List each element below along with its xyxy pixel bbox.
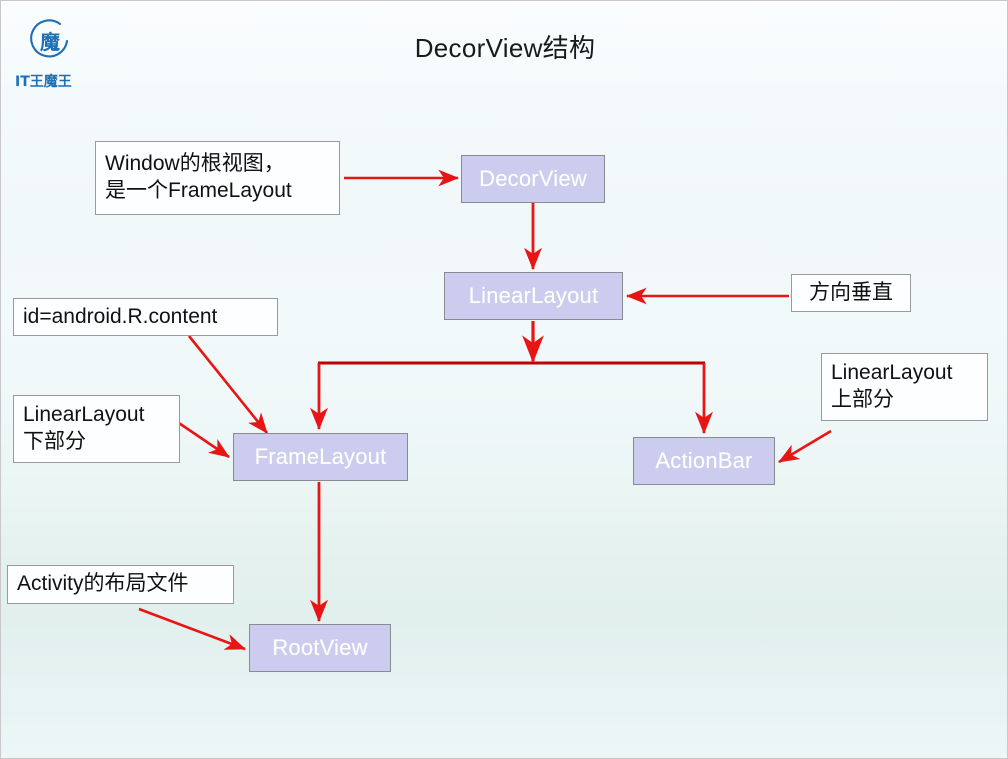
note-window-root: Window的根视图， 是一个FrameLayout (95, 141, 340, 215)
note-linearlayout-bottom: LinearLayout 下部分 (13, 395, 180, 463)
node-framelayout[interactable]: FrameLayout (233, 433, 408, 481)
note-linearlayout-bottom-line-1: LinearLayout (23, 403, 145, 427)
node-framelayout-label: FrameLayout (254, 444, 387, 469)
brand-logo: 魔 IT王魔王 (15, 19, 95, 97)
note-linearlayout-bottom-line-2: 下部分 (23, 430, 86, 453)
page-title: DecorView结构 (414, 33, 596, 63)
node-linearlayout[interactable]: LinearLayout (444, 272, 623, 320)
node-actionbar-label: ActionBar (655, 448, 753, 473)
note-activity-layout-line-1: Activity的布局文件 (17, 572, 189, 596)
node-decorview-label: DecorView (479, 166, 587, 191)
logo-glyph: 魔 (40, 30, 60, 54)
node-rootview-label: RootView (272, 635, 368, 660)
note-content-id-line-1: id=android.R.content (23, 304, 218, 328)
brand-name: IT王魔王 (15, 74, 72, 90)
node-actionbar[interactable]: ActionBar (633, 437, 775, 485)
note-linearlayout-top-line-2: 上部分 (831, 388, 894, 411)
note-content-id: id=android.R.content (13, 298, 278, 336)
note-linearlayout-top-line-1: LinearLayout (831, 361, 953, 385)
arrow-note-upper-to-actionbar (778, 429, 832, 464)
note-window-root-line-1: Window的根视图， (105, 152, 285, 176)
note-activity-layout: Activity的布局文件 (7, 565, 234, 604)
arrow-note-lower-to-framelayout (172, 417, 230, 459)
arrow-note-activity-to-rootview (138, 607, 246, 651)
note-window-root-line-2: 是一个FrameLayout (105, 179, 292, 202)
node-linearlayout-label: LinearLayout (468, 283, 599, 308)
arrow-note-content-to-framelayout (187, 335, 269, 434)
note-linearlayout-top: LinearLayout 上部分 (821, 353, 988, 421)
node-rootview[interactable]: RootView (249, 624, 391, 672)
node-decorview[interactable]: DecorView (461, 155, 605, 203)
note-direction: 方向垂直 (791, 274, 911, 312)
note-direction-line-1: 方向垂直 (809, 280, 893, 304)
magician-circle-icon: 魔 (30, 19, 69, 58)
